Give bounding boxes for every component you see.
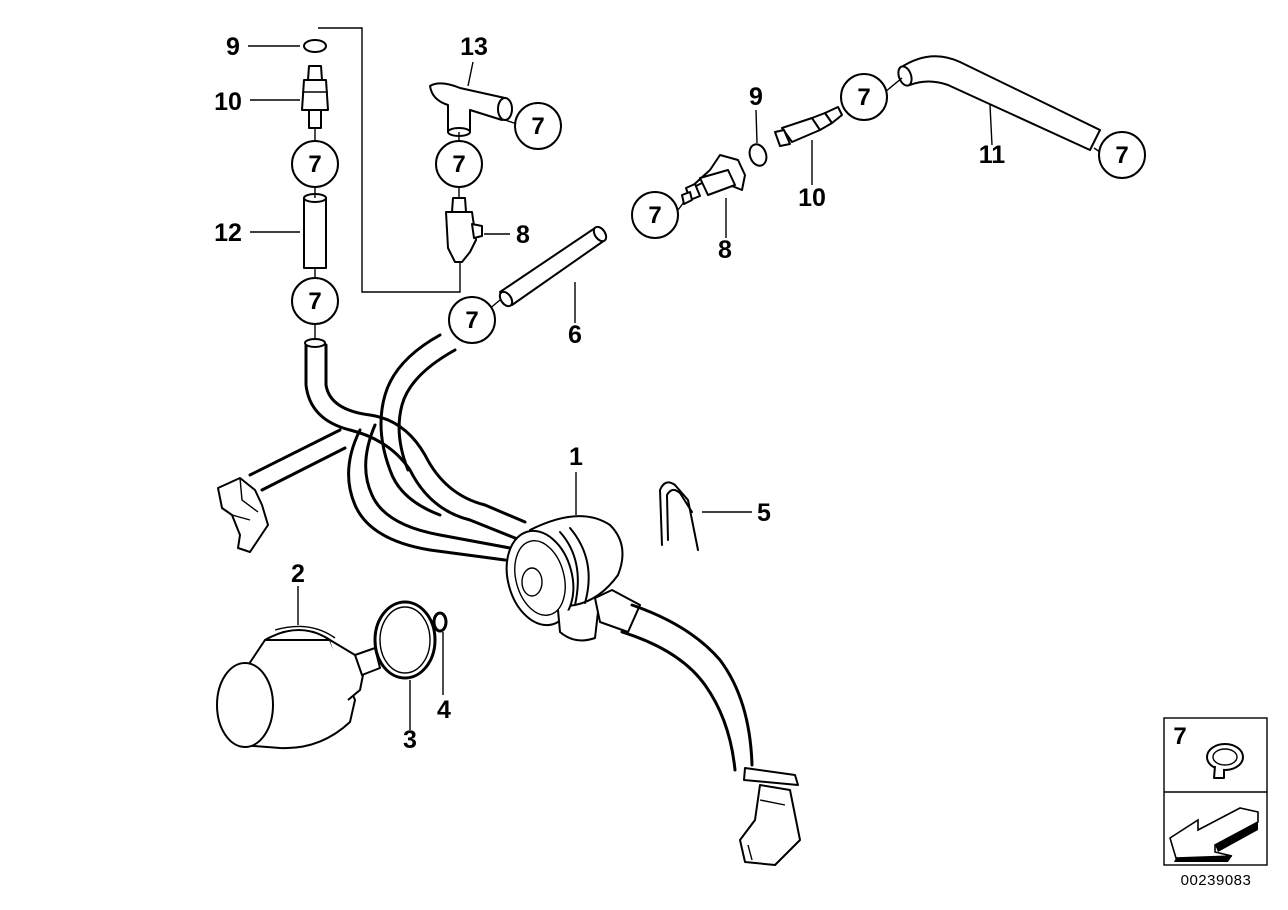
callout-8-left: 8 [516,221,530,249]
vacuum-hose-harness [248,333,527,562]
callout-1: 1 [569,443,583,471]
part-5-clip [659,481,699,551]
callout-3: 3 [403,726,417,754]
callout-9-left: 9 [226,33,240,61]
clamp-callout-label: 7 [857,84,870,111]
clamp-callout-6: 7 [631,191,679,239]
callout-8-right: 8 [718,236,732,264]
reference-number: 00239083 [1181,872,1252,889]
callout-9-right: 9 [749,83,763,111]
part-2-canister [216,625,381,750]
clamp-callout-7: 7 [840,73,888,121]
legend-clamp-label: 7 [1173,723,1186,750]
part-6-hose [498,225,608,308]
part-9-ring-left [303,39,327,53]
legend-box: 7 [1163,717,1268,866]
assembly-bracket-line [318,27,461,293]
clamp-callout-label: 7 [648,202,661,229]
callout-10-right: 10 [798,184,826,212]
clamp-callout-label: 7 [308,288,321,315]
clamp-callout-5: 7 [448,296,496,344]
outlet-hose [620,603,801,866]
callout-12: 12 [214,219,242,247]
callout-11: 11 [979,141,1006,169]
callout-4: 4 [437,696,451,724]
clamp-callout-label: 7 [452,151,465,178]
part-11-curved-hose [897,55,1101,151]
callout-13: 13 [460,33,488,61]
clamp-callout-3: 7 [435,140,483,188]
clamp-callout-1: 7 [291,140,339,188]
part-13-elbow [429,82,513,137]
part-1-valve-unit [505,515,641,642]
callout-6: 6 [568,321,582,349]
callout-10-left: 10 [214,88,242,116]
clamp-callout-label: 7 [531,113,544,140]
clamp-callout-label: 7 [308,151,321,178]
leader-lines [248,45,1101,730]
part-9-ring-right [748,143,768,167]
callout-5: 5 [757,499,771,527]
part-10-connector-right [774,106,843,147]
clamp-callout-2: 7 [291,277,339,325]
clamp-callout-label: 7 [465,307,478,334]
part-4-small-o-ring [432,611,448,633]
hose-clamp-icon [1206,743,1244,779]
direction-arrow-icon [1169,807,1259,862]
clamp-callout-4: 7 [514,102,562,150]
part-8-valve-left [445,197,483,263]
left-sensor-connector [217,477,269,553]
clamp-callout-label: 7 [1115,142,1128,169]
clamp-callout-8: 7 [1098,131,1146,179]
part-10-connector-left [301,65,329,129]
part-8-valve-right [681,154,746,205]
callout-2: 2 [291,560,305,588]
part-3-o-ring [373,600,437,680]
